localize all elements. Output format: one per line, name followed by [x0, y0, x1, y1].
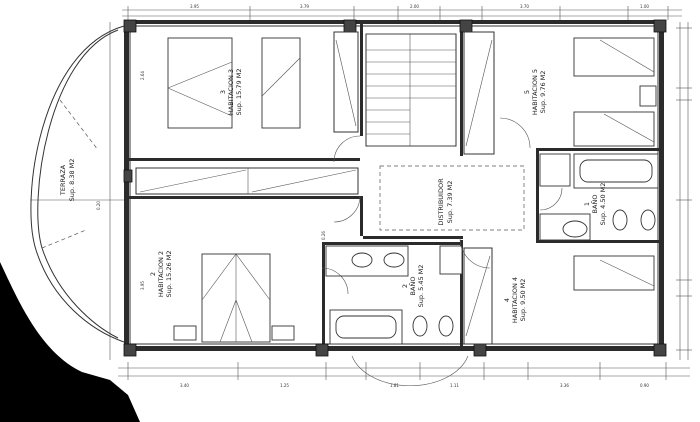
- dim-label: 2.64: [140, 71, 145, 80]
- room-area: Sup. 8.38 M2: [68, 159, 76, 202]
- bath-fixtures: [325, 153, 659, 345]
- room-name: HABITACION 4: [511, 277, 519, 323]
- dim-label: 3.95: [140, 281, 145, 290]
- room-area: Sup. 9.50 M2: [519, 279, 527, 322]
- dimension-labels: 3.95 3.79 2.00 3.70 1.00 3.40 1.25 1.81 …: [96, 4, 649, 388]
- room-area: Sup. 15.26 M2: [165, 251, 173, 298]
- room-label-distribuidor: DISTRIBUIDOR Sup. 7.39 M2: [437, 178, 454, 226]
- bottom-dimension-lines: [118, 362, 690, 380]
- scan-shadow: [0, 262, 140, 422]
- top-dimension-lines: [122, 6, 682, 20]
- room-label-hab2: 2 HABITACION 2 Sup. 15.26 M2: [149, 251, 173, 298]
- room-label-terraza: TERRAZA Sup. 8.38 M2: [59, 159, 76, 202]
- dim-label: 1.25: [280, 383, 289, 388]
- dim-label: 3.40: [180, 383, 189, 388]
- side-dimension-lines: [109, 22, 692, 360]
- dim-label: 1.81: [390, 383, 399, 388]
- room-area: Sup. 9.76 M2: [539, 71, 547, 114]
- dim-label: 3.79: [300, 4, 309, 9]
- room-name: HABITACION 3: [227, 69, 235, 115]
- dim-label: 2.00: [410, 4, 419, 9]
- dim-label: 0.20: [96, 201, 101, 210]
- room-label-hab5: 5 HABITACION 5 Sup. 9.76 M2: [523, 69, 547, 115]
- dim-label: 1.00: [640, 4, 649, 9]
- room-name: BAÑO: [590, 195, 599, 214]
- room-area: Sup. 5.45 M2: [417, 265, 425, 308]
- room-number: 1: [583, 202, 591, 206]
- room-name: HABITACION 2: [157, 251, 165, 297]
- staircase: [366, 33, 456, 147]
- room-number: 2: [401, 284, 409, 288]
- dim-label: 3.70: [520, 4, 529, 9]
- room-name: DISTRIBUIDOR: [437, 178, 445, 226]
- wardrobes: [135, 31, 495, 345]
- room-name: BAÑO: [408, 277, 417, 296]
- dim-label: 1.11: [450, 383, 459, 388]
- beds: [167, 37, 657, 343]
- room-label-bano1: 1 BAÑO Sup. 4.50 M2: [583, 183, 607, 226]
- dim-label: 3.36: [560, 383, 569, 388]
- room-area: Sup. 15.79 M2: [235, 69, 243, 116]
- dim-label: 0.90: [640, 383, 649, 388]
- room-number: 2: [149, 272, 157, 276]
- terrace-outline: [30, 25, 125, 343]
- room-label-hab3: 3 HABITACION 3 Sup. 15.79 M2: [219, 69, 243, 116]
- room-area: Sup. 7.39 M2: [446, 181, 454, 224]
- dim-label: 3.95: [190, 4, 199, 9]
- room-label-hab4: 4 HABITACION 4 Sup. 9.50 M2: [503, 277, 527, 323]
- room-label-bano2: 2 BAÑO Sup. 5.45 M2: [401, 265, 425, 308]
- room-name: HABITACION 5: [531, 69, 539, 115]
- room-number: 4: [503, 298, 511, 302]
- door-swings: [321, 117, 563, 387]
- room-name: TERRAZA: [59, 164, 67, 196]
- room-area: Sup. 4.50 M2: [599, 183, 607, 226]
- interior-walls: [129, 24, 659, 348]
- dim-label: 0.26: [321, 231, 326, 240]
- room-number: 5: [523, 90, 531, 94]
- room-number: 3: [219, 90, 227, 94]
